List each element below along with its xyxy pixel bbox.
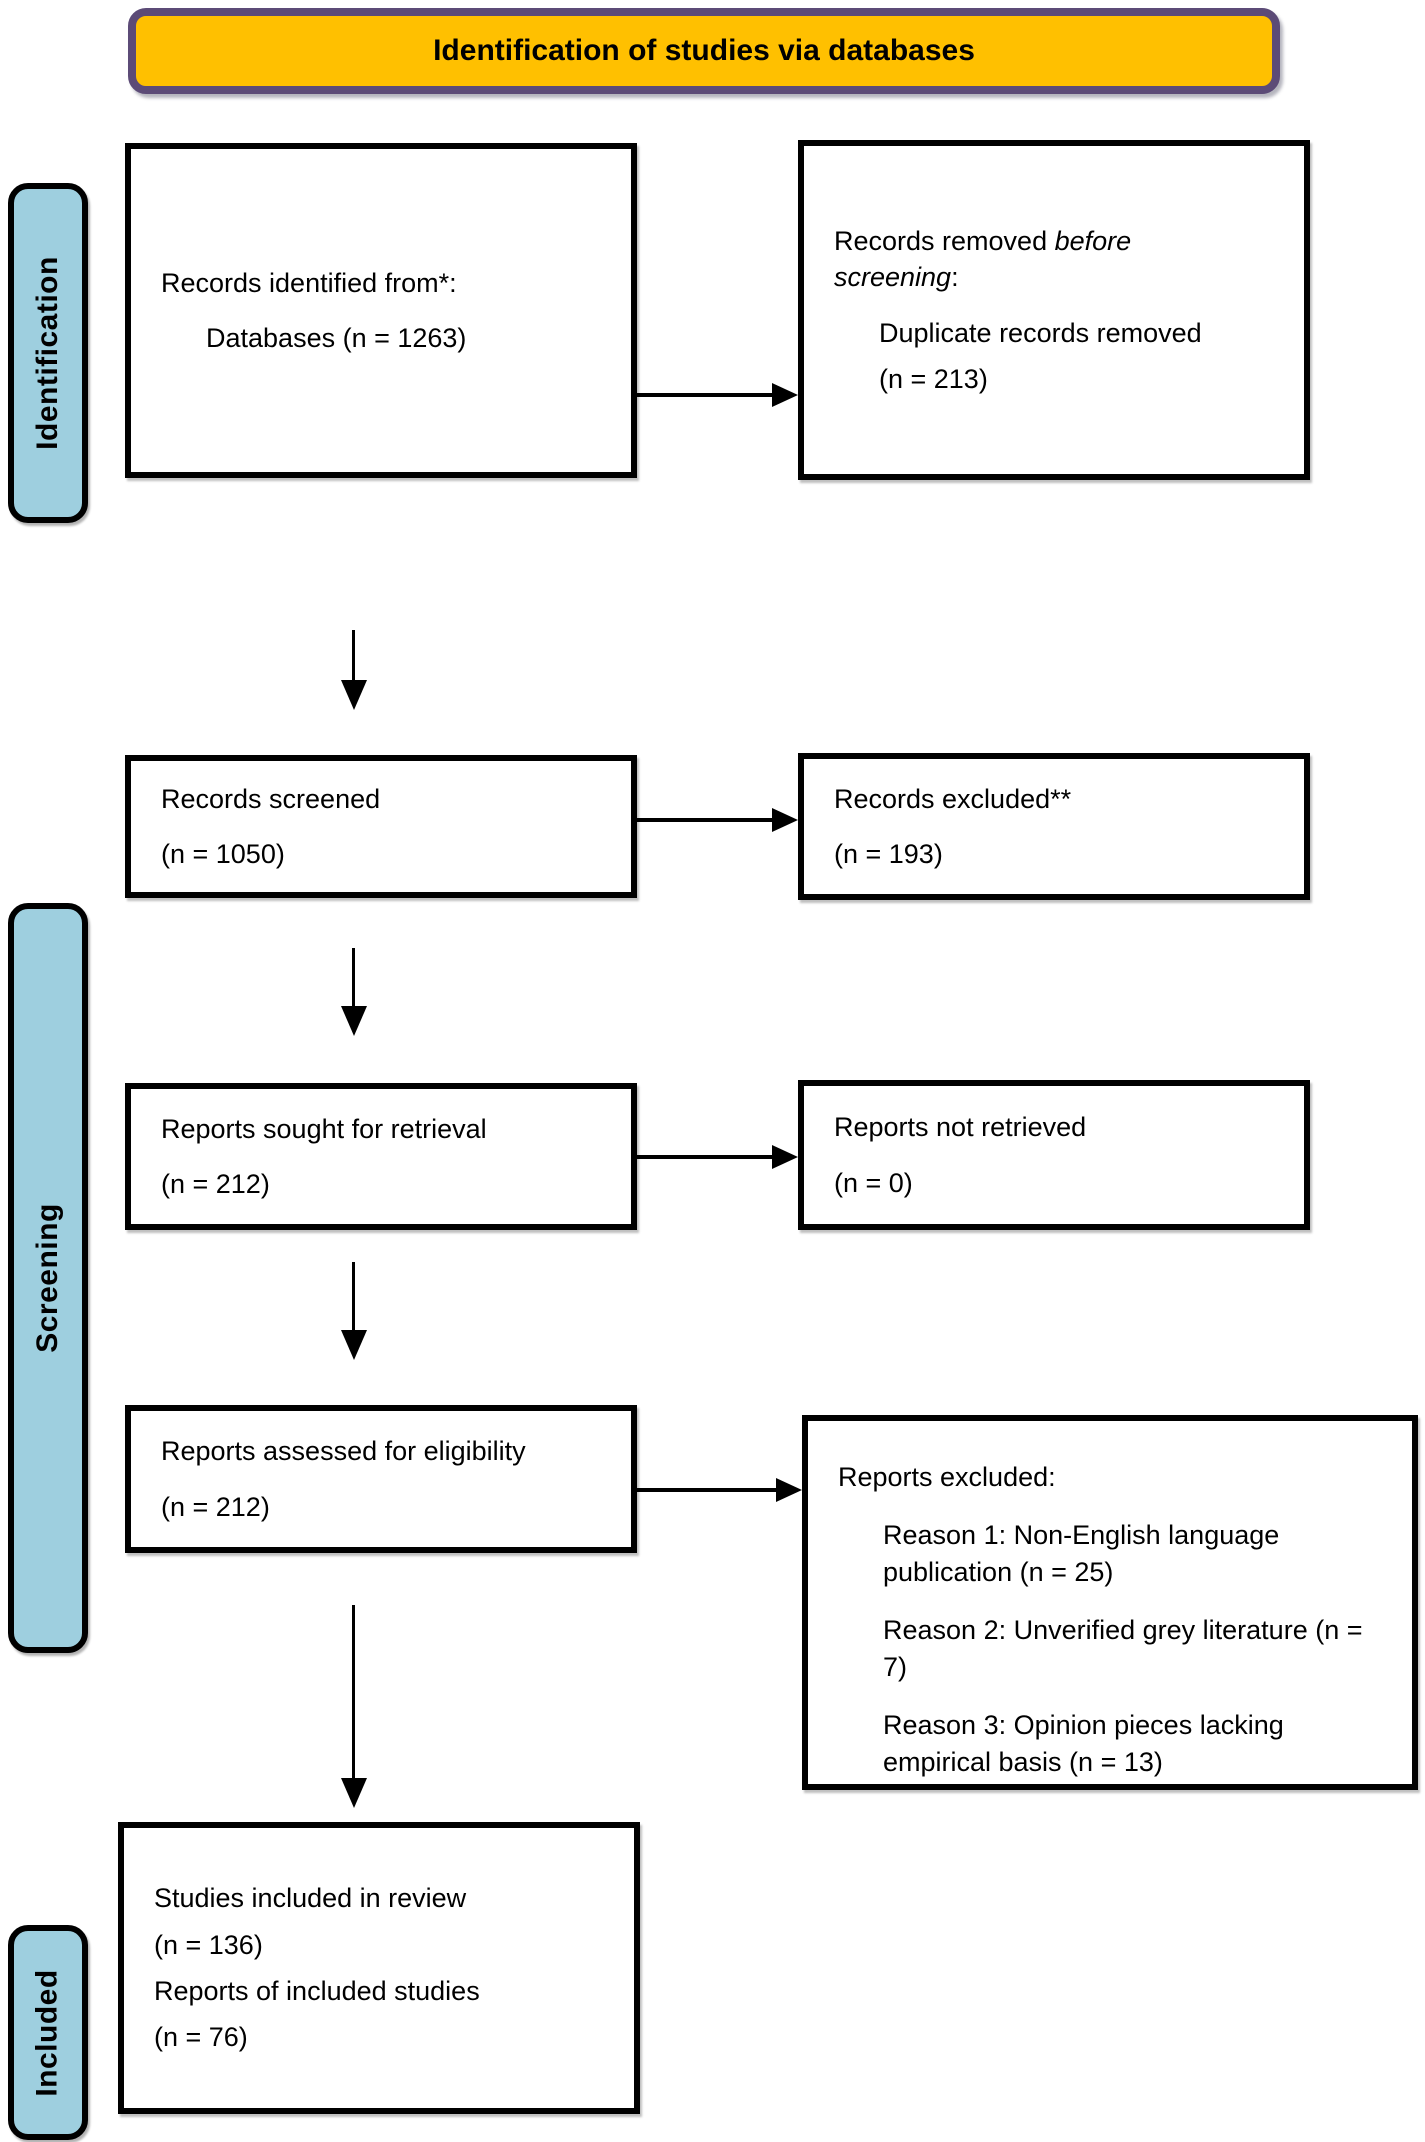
records-removed-head-prefix: Records removed [834,225,1055,256]
records-removed-line2: (n = 213) [879,363,988,394]
box-records-excluded: Records excluded** (n = 193) [798,753,1310,900]
reports-sought-line1: Reports sought for retrieval [161,1113,487,1144]
arrow-sought-to-not-retrieved [637,1155,773,1159]
arrow-sought-to-assessed [352,1262,355,1332]
stage-included: Included [8,1925,88,2140]
reports-excluded-reason-1: Reason 1: Non-English language publicati… [883,1520,1280,1587]
arrow-identified-to-removed [637,393,773,397]
records-excluded-line1: Records excluded** [834,783,1072,814]
box-reports-excluded-reasons: Reports excluded: Reason 1: Non-English … [802,1415,1418,1790]
box-reports-not-retrieved: Reports not retrieved (n = 0) [798,1080,1310,1230]
box-records-identified: Records identified from*: Databases (n =… [125,143,637,478]
reports-not-retrieved-line1: Reports not retrieved [834,1112,1087,1143]
stage-included-label: Included [31,1968,64,2097]
reports-assessed-line2: (n = 212) [161,1491,270,1522]
records-screened-line1: Records screened [161,783,381,814]
studies-included-line4: (n = 76) [154,2022,248,2053]
records-identified-line1: Records identified from*: [161,267,457,298]
records-excluded-line2: (n = 193) [834,839,943,869]
arrow-assessed-to-included [352,1605,355,1780]
records-removed-head-italic1: before [1054,225,1132,256]
stage-screening: Screening [8,903,88,1653]
records-identified-line2: Databases (n = 1263) [206,323,467,353]
reports-not-retrieved-line2: (n = 0) [834,1167,913,1198]
arrow-assessed-to-reports-excluded [637,1488,777,1492]
arrow-screened-to-excluded [637,818,773,822]
box-records-screened: Records screened (n = 1050) [125,755,637,898]
records-removed-head-suffix: : [951,262,959,293]
reports-excluded-reason-3: Reason 3: Opinion pieces lacking empiric… [883,1710,1284,1777]
banner-title: Identification of studies via databases [433,34,975,67]
studies-included-line2: (n = 136) [154,1929,263,1960]
stage-identification: Identification [8,183,88,523]
box-records-removed: Records removed before screening: Duplica… [798,140,1310,480]
records-removed-line1: Duplicate records removed [879,317,1202,348]
studies-included-line1: Studies included in review [154,1883,467,1914]
stage-screening-label: Screening [31,1203,64,1353]
box-reports-assessed: Reports assessed for eligibility (n = 21… [125,1405,637,1553]
reports-excluded-reason-2: Reason 2: Unverified grey literature (n … [883,1615,1363,1682]
arrow-identified-to-screened [352,630,355,682]
records-screened-line2: (n = 1050) [161,839,285,869]
banner-identification-via-databases: Identification of studies via databases [128,8,1280,94]
reports-excluded-head: Reports excluded: [838,1462,1056,1492]
records-removed-head-italic2: screening [834,262,952,293]
studies-included-line3: Reports of included studies [154,1976,480,2006]
arrow-screened-to-sought [352,948,355,1008]
reports-assessed-line1: Reports assessed for eligibility [161,1436,526,1467]
records-removed-head: Records removed before screening: [834,223,1280,296]
box-studies-included: Studies included in review (n = 136) Rep… [118,1822,640,2114]
stage-identification-label: Identification [31,256,65,450]
box-reports-sought: Reports sought for retrieval (n = 212) [125,1083,637,1230]
reports-sought-line2: (n = 212) [161,1169,270,1199]
